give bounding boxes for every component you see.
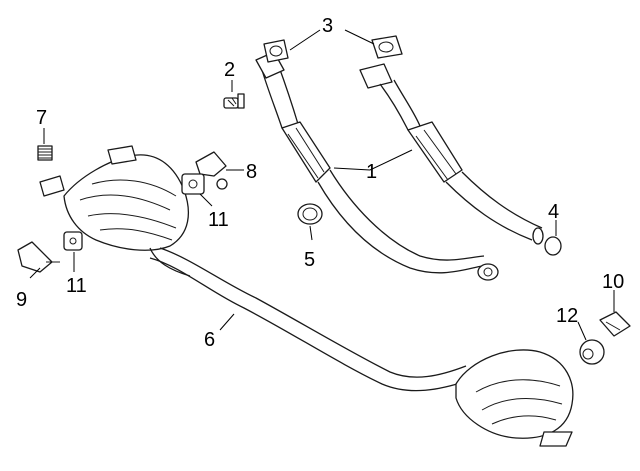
leader-lines [29, 29, 615, 341]
mount-bracket [17, 241, 60, 273]
gasket-left [263, 39, 289, 63]
hanger-bracket [195, 151, 228, 190]
rear-muffler [455, 349, 574, 447]
callout-8: 8 [246, 161, 257, 183]
callout-12: 12 [556, 305, 578, 327]
rear-hanger [599, 311, 631, 337]
callout-10: 10 [602, 271, 624, 293]
callout-11-upper: 11 [208, 209, 229, 231]
bolt [223, 93, 245, 109]
callout-4: 4 [548, 201, 559, 223]
callout-11-lower: 11 [66, 275, 87, 297]
spring [37, 145, 53, 161]
callout-3: 3 [322, 15, 333, 37]
front-muffler-assembly [39, 145, 191, 277]
intermediate-pipe [149, 247, 471, 392]
insulator-upper [181, 173, 205, 195]
callout-2: 2 [224, 59, 235, 81]
gasket-right [371, 35, 403, 59]
callout-5: 5 [304, 249, 315, 271]
insulator-lower [63, 231, 83, 251]
clamp [297, 203, 323, 225]
callout-6: 6 [204, 329, 215, 351]
callout-1: 1 [366, 161, 377, 183]
callout-9: 9 [16, 289, 27, 311]
catalytic-converter-pipe-right [359, 63, 544, 245]
rear-insulator [579, 339, 605, 365]
callout-7: 7 [36, 107, 47, 129]
plug [544, 236, 562, 256]
